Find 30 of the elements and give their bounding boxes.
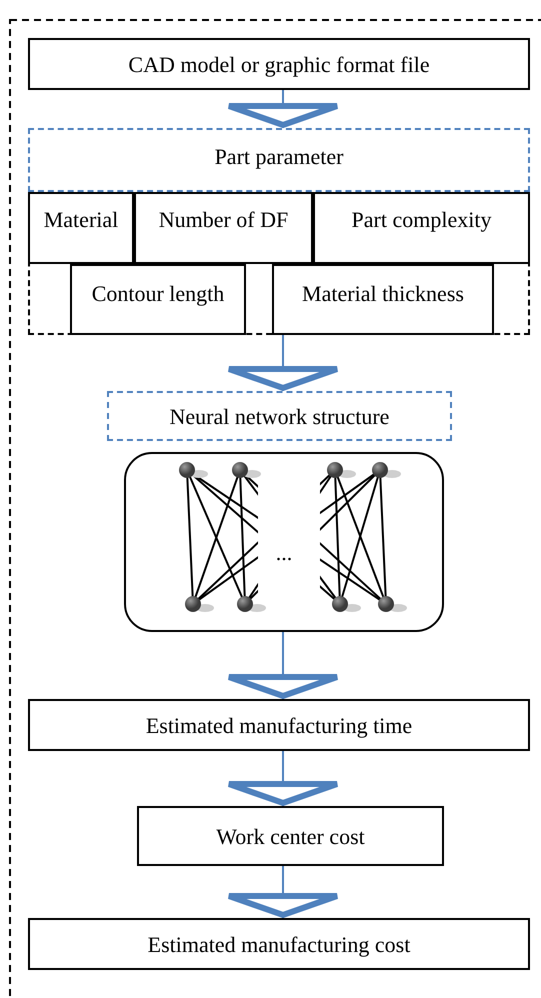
node-label: Part complexity xyxy=(350,207,492,233)
network-box xyxy=(124,452,444,632)
node-label: Estimated manufacturing time xyxy=(144,713,414,739)
process-box xyxy=(272,264,494,335)
node-label: Estimated manufacturing cost xyxy=(146,932,412,958)
dashed-heading-box xyxy=(107,391,452,441)
process-box xyxy=(28,699,530,751)
node-label: Contour length xyxy=(90,281,226,307)
node-label: Number of DF xyxy=(158,207,290,233)
arrow xyxy=(226,866,340,918)
dashed-group-box xyxy=(28,192,530,335)
node-label: Material thickness xyxy=(301,281,465,307)
node-label: Work center cost xyxy=(215,824,366,850)
process-box xyxy=(28,38,530,90)
process-box xyxy=(313,192,530,264)
arrow xyxy=(226,90,340,128)
node-label: Part parameter xyxy=(214,144,344,170)
node-label: CAD model or graphic format file xyxy=(127,52,431,78)
arrow xyxy=(226,751,340,806)
arrow xyxy=(226,335,340,391)
process-box xyxy=(28,918,530,970)
ellipsis-text: ... xyxy=(274,540,294,566)
node-label: Neural network structure xyxy=(168,404,390,430)
process-box xyxy=(70,264,246,335)
process-box xyxy=(134,192,313,264)
process-box xyxy=(28,192,134,264)
dashed-heading-box xyxy=(28,128,530,192)
node-label: Material xyxy=(42,207,120,233)
process-box xyxy=(137,806,444,866)
arrow xyxy=(226,632,340,699)
